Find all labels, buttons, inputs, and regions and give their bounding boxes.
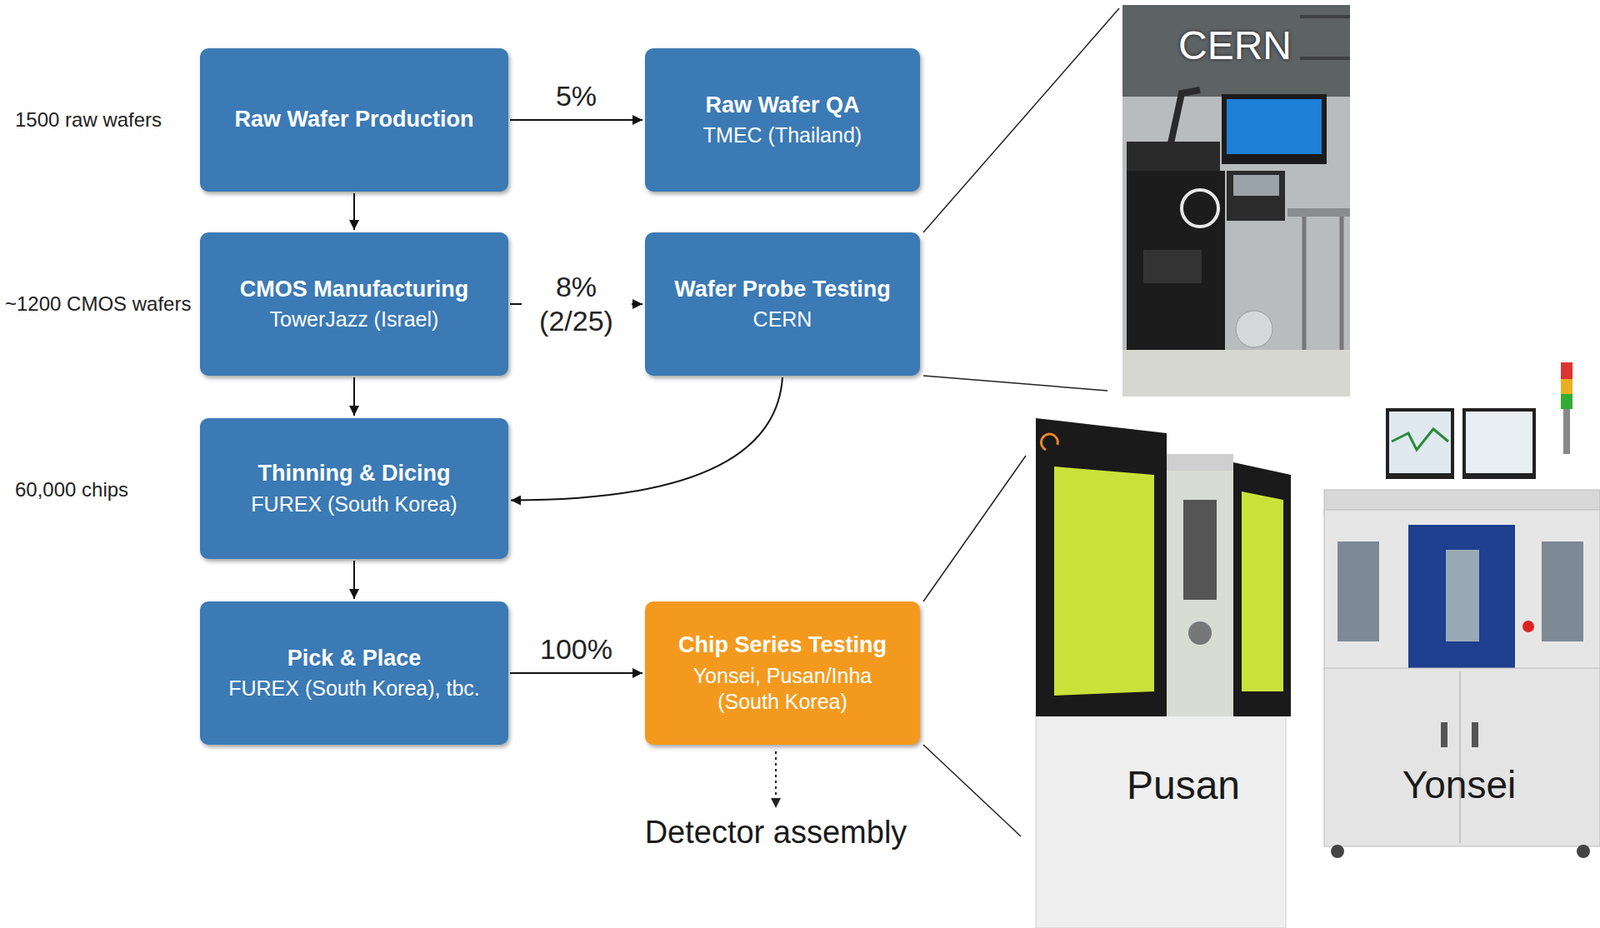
- pusan-machine: [1035, 418, 1291, 928]
- leader-lines: [923, 8, 1120, 837]
- box-subtitle: TMEC (Thailand): [703, 122, 862, 149]
- photo-caption: CERN: [1178, 21, 1292, 70]
- box-subtitle: CERN: [753, 306, 813, 333]
- yonsei-machine: [1324, 362, 1600, 859]
- box-subtitle: FUREX (South Korea), tbc.: [228, 675, 480, 702]
- box-title: Raw Wafer Production: [234, 105, 474, 135]
- testing-box: Chip Series TestingYonsei, Pusan/Inha (S…: [645, 601, 920, 745]
- box-title: CMOS Manufacturing: [240, 275, 470, 305]
- box-title: Pick & Place: [287, 645, 422, 674]
- box-subtitle: TowerJazz (Israel): [270, 306, 440, 333]
- photo-caption: Pusan: [1126, 761, 1240, 810]
- flow-arrow: [510, 672, 643, 675]
- flow-arrow: [353, 193, 355, 230]
- box-title: Raw Wafer QA: [705, 91, 860, 120]
- sample-fraction: 100%: [540, 632, 613, 667]
- process-box: Raw Wafer QATMEC (Thailand): [645, 48, 920, 192]
- process-box: Pick & PlaceFUREX (South Korea), tbc.: [200, 601, 509, 745]
- box-title: Chip Series Testing: [678, 631, 887, 660]
- quantity-note: 60,000 chips: [15, 478, 129, 503]
- flow-arrow: [510, 377, 783, 501]
- flow-arrow: [353, 377, 355, 416]
- sample-fraction: 8% (2/25): [521, 268, 632, 340]
- output-note: Detector assembly: [645, 814, 908, 853]
- box-subtitle: Yonsei, Pusan/Inha (South Korea): [678, 663, 887, 716]
- process-box: Thinning & DicingFUREX (South Korea): [200, 418, 509, 560]
- process-box: CMOS ManufacturingTowerJazz (Israel): [200, 232, 509, 376]
- process-box: Wafer Probe TestingCERN: [645, 232, 920, 376]
- flow-arrow: [510, 119, 643, 121]
- box-title: Thinning & Dicing: [258, 460, 451, 489]
- quantity-note: ~1200 CMOS wafers: [5, 292, 191, 317]
- quantity-note: 1500 raw wafers: [15, 108, 162, 133]
- photo-caption: Yonsei: [1402, 762, 1516, 809]
- cern-photo: [1122, 5, 1350, 397]
- box-subtitle: FUREX (South Korea): [250, 491, 457, 518]
- flow-arrow: [353, 560, 355, 600]
- box-title: Wafer Probe Testing: [674, 275, 891, 305]
- sample-fraction: 5%: [555, 79, 597, 114]
- process-box: Raw Wafer Production: [200, 48, 509, 192]
- dotted-arrow: [775, 751, 777, 809]
